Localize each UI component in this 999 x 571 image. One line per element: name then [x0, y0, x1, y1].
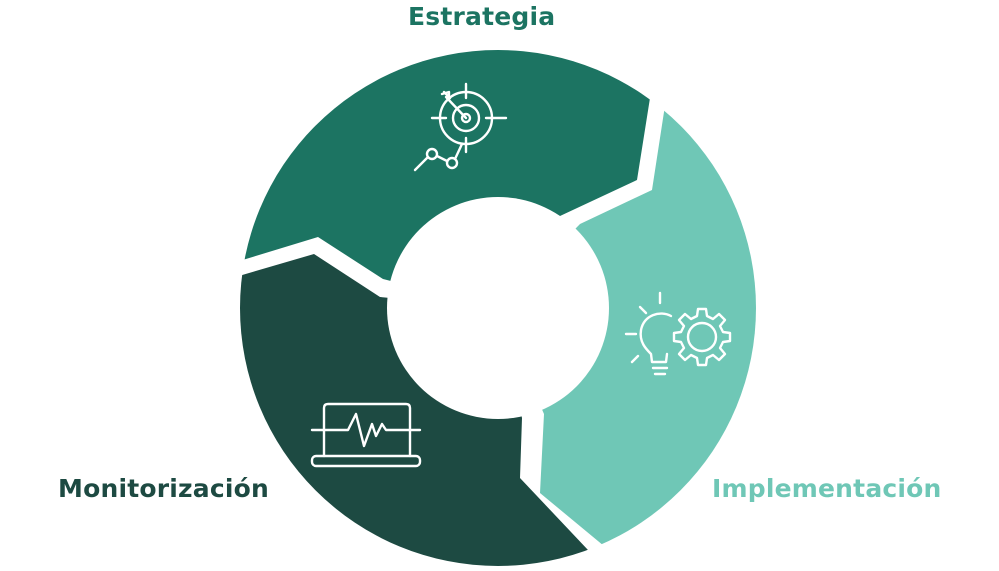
- segment-estrategia: [200, 20, 660, 308]
- segment-monitorizacion: [180, 254, 594, 571]
- lightbulb-gear-icon: [624, 291, 732, 376]
- laptop-pulse-icon: [310, 402, 422, 468]
- target-growth-icon: [413, 82, 508, 172]
